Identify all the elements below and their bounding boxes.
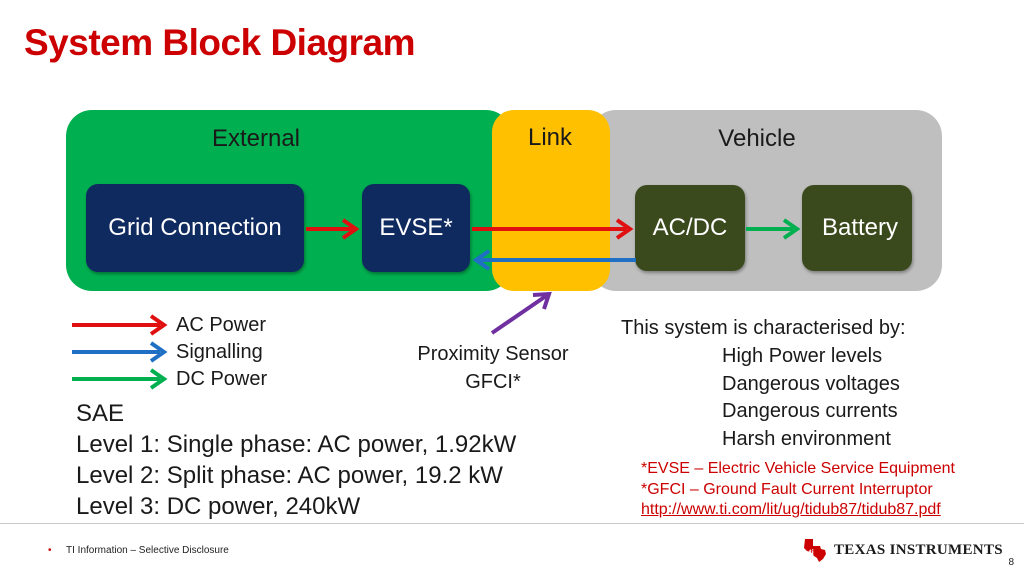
footer-bullet: • xyxy=(48,545,52,556)
gfci-label: GFCI* xyxy=(465,370,521,393)
characteristic-item: High Power levels xyxy=(722,345,883,367)
characteristics-heading: This system is characterised by: xyxy=(621,317,906,339)
characteristics-list: High Power levels Dangerous voltages Dan… xyxy=(722,343,900,453)
footer-divider xyxy=(0,523,1024,524)
legend-dc-power-label: DC Power xyxy=(176,368,268,390)
ti-logo: ti Texas Instruments xyxy=(802,537,1003,563)
legend-dc-power-arrow xyxy=(72,368,168,390)
legend-ac-power-label: AC Power xyxy=(176,314,267,336)
sae-heading: SAE xyxy=(76,400,125,427)
external-region-label: External xyxy=(211,125,301,152)
evse-block: EVSE* xyxy=(362,184,470,272)
ac-power-arrow-grid-to-evse xyxy=(306,218,360,240)
vehicle-region-label: Vehicle xyxy=(718,125,796,152)
proximity-sensor-arrow xyxy=(490,291,552,335)
ti-brand-name: Texas Instruments xyxy=(834,541,1003,558)
footnote-evse: *EVSE – Electric Vehicle Service Equipme… xyxy=(641,460,955,477)
footnotes: *EVSE – Electric Vehicle Service Equipme… xyxy=(641,459,955,521)
characteristic-item: Dangerous currents xyxy=(722,400,898,422)
page-title: System Block Diagram xyxy=(24,22,416,63)
sae-level-1: Level 1: Single phase: AC power, 1.92kW xyxy=(76,431,517,458)
ac-power-arrow-evse-to-acdc xyxy=(472,218,634,240)
grid-connection-block: Grid Connection xyxy=(86,184,304,272)
battery-block: Battery xyxy=(802,185,912,271)
legend-signalling-label: Signalling xyxy=(176,341,263,363)
sae-level-2: Level 2: Split phase: AC power, 19.2 kW xyxy=(76,462,503,489)
dc-power-arrow-acdc-to-battery xyxy=(746,218,801,240)
characteristic-item: Dangerous voltages xyxy=(722,372,900,395)
link-annotation: Proximity Sensor GFCI* xyxy=(398,341,588,396)
sae-level-3: Level 3: DC power, 240kW xyxy=(76,493,361,520)
texas-state-logo-icon: ti xyxy=(804,539,826,562)
footnote-gfci: *GFCI – Ground Fault Current Interruptor xyxy=(641,480,933,498)
svg-text:ti: ti xyxy=(809,548,814,557)
link-region-label: Link xyxy=(527,124,573,151)
legend-signalling-arrow xyxy=(72,341,168,363)
characteristic-item: Harsh environment xyxy=(722,427,891,450)
page-number: 8 xyxy=(1008,557,1014,568)
sae-section: SAE Level 1: Single phase: AC power, 1.9… xyxy=(76,398,516,522)
legend-ac-power-arrow xyxy=(72,314,168,336)
proximity-sensor-label: Proximity Sensor xyxy=(417,343,569,365)
reference-link[interactable]: http://www.ti.com/lit/ug/tidub87/tidub87… xyxy=(641,501,941,518)
acdc-block: AC/DC xyxy=(635,185,745,271)
signalling-arrow-vehicle-to-evse xyxy=(472,249,636,271)
footer-disclosure: TI Information – Selective Disclosure xyxy=(66,545,229,556)
